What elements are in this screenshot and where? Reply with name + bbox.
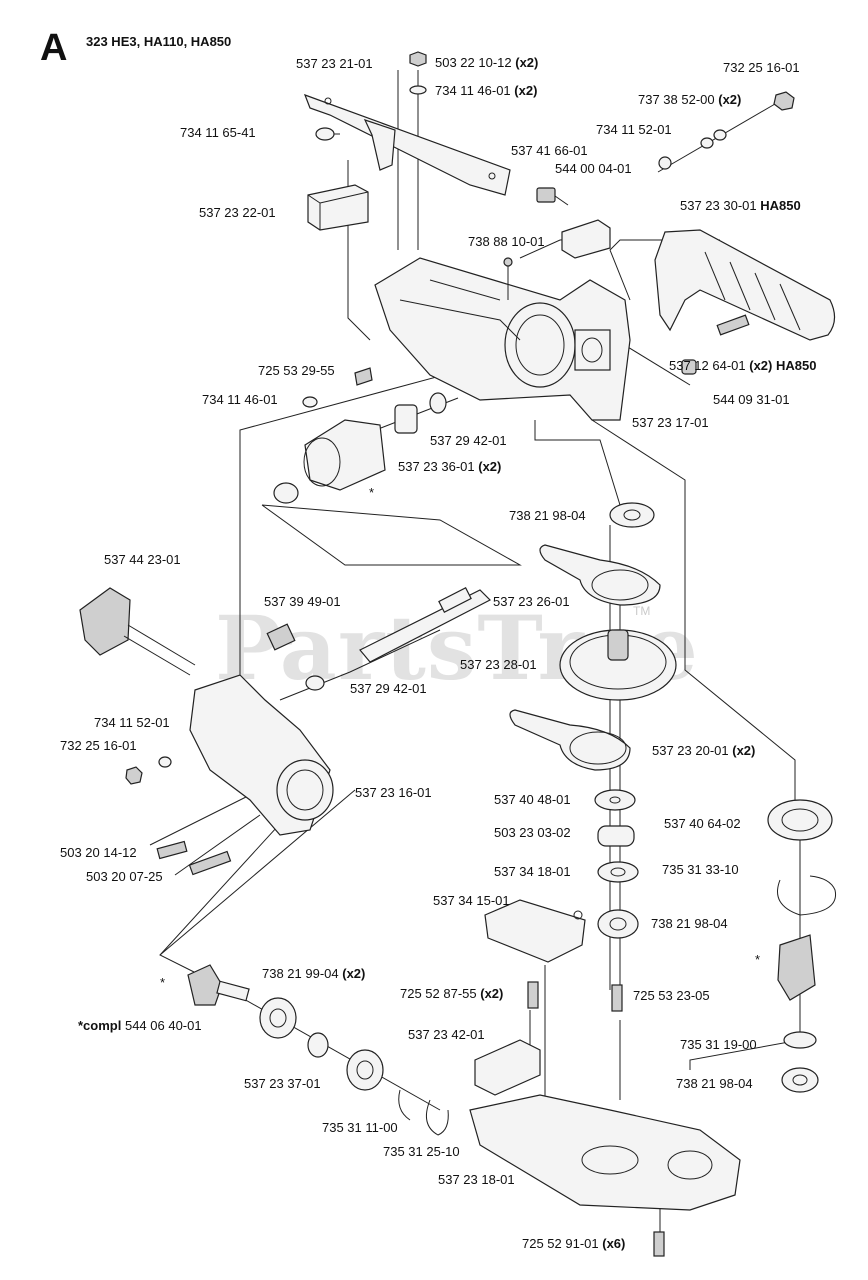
part-label: 537 40 48-01 (494, 792, 571, 807)
part-label: 537 23 17-01 (632, 415, 709, 430)
right-bearing-group (767, 799, 837, 1093)
part-label: 503 20 07-25 (86, 869, 163, 884)
part-label: 734 11 52-01 (94, 715, 170, 730)
part-label: 537 34 18-01 (494, 864, 571, 879)
handle-part (654, 229, 836, 375)
lower-lever-part (509, 709, 631, 771)
lower-pinion-group (187, 964, 449, 1136)
top-bracket-part (303, 93, 511, 196)
part-label: 738 21 98-04 (651, 916, 728, 931)
part-label: 725 52 87-55 (x2) (400, 986, 504, 1001)
part-label: 537 23 36-01 (x2) (398, 459, 502, 474)
part-label: 537 44 23-01 (104, 552, 181, 567)
part-label: 537 23 37-01 (244, 1076, 321, 1091)
bevel-gear-upper (273, 367, 447, 504)
part-label: 537 23 42-01 (408, 1027, 485, 1042)
part-label: 734 11 52-01 (596, 122, 672, 137)
part-label: 537 41 66-01 (511, 143, 588, 158)
part-label: *compl 544 06 40-01 (78, 1018, 202, 1033)
part-label: 735 31 19-00 (680, 1037, 757, 1052)
gearcase-part (125, 674, 334, 876)
part-label: 537 29 42-01 (350, 681, 427, 696)
part-label: 503 20 14-12 (60, 845, 137, 860)
asterisk-mark: * (369, 485, 375, 500)
center-washers (594, 789, 639, 939)
big-gear-part (559, 629, 677, 701)
part-label: 544 09 31-01 (713, 392, 790, 407)
clamp-block-part (474, 1039, 541, 1096)
spacer-block-part (307, 184, 369, 231)
asterisk-mark: * (755, 952, 761, 967)
knob-part (79, 587, 196, 676)
part-label: 537 23 20-01 (x2) (652, 743, 756, 758)
clip-part (536, 187, 611, 259)
part-label: 734 11 46-01 (202, 392, 278, 407)
part-label: 735 31 11-00 (322, 1120, 398, 1135)
part-label: 537 12 64-01 (x2) HA850 (669, 358, 817, 373)
part-label: 537 23 16-01 (355, 785, 432, 800)
part-label: 503 23 03-02 (494, 825, 571, 840)
gear-cover-part (484, 899, 623, 1012)
part-label: 537 40 64-02 (664, 816, 741, 831)
asterisk-mark: * (160, 975, 166, 990)
part-label: 537 23 18-01 (438, 1172, 515, 1187)
part-label: 537 23 26-01 (493, 594, 570, 609)
part-label: 725 52 91-01 (x6) (522, 1236, 626, 1251)
part-label: 734 11 46-01 (x2) (435, 83, 538, 98)
part-label: 737 38 52-00 (x2) (638, 92, 742, 107)
part-label: 725 53 29-55 (258, 363, 335, 378)
model-list: 323 HE3, HA110, HA850 (86, 34, 232, 49)
main-housing-part (374, 257, 631, 421)
top-fasteners (315, 51, 795, 170)
part-label: 537 23 21-01 (296, 56, 373, 71)
part-label: 732 25 16-01 (723, 60, 800, 75)
part-label: 503 22 10-12 (x2) (435, 55, 539, 70)
part-label: 734 11 65-41 (180, 125, 256, 140)
part-label: 738 21 98-04 (509, 508, 586, 523)
part-label: 537 23 28-01 (460, 657, 537, 672)
shaft-part (266, 587, 492, 691)
part-label: 537 34 15-01 (433, 893, 510, 908)
bearing-upper (539, 502, 661, 606)
part-label: 725 53 23-05 (633, 988, 710, 1003)
part-label: 735 31 33-10 (662, 862, 739, 877)
part-label: 738 21 99-04 (x2) (262, 966, 366, 981)
part-label: 738 21 98-04 (676, 1076, 753, 1091)
part-label: 732 25 16-01 (60, 738, 137, 753)
part-label: 544 00 04-01 (555, 161, 632, 176)
part-label: 537 23 30-01 HA850 (680, 198, 801, 213)
part-label: 735 31 25-10 (383, 1144, 460, 1159)
part-label: 537 29 42-01 (430, 433, 507, 448)
part-label: 738 88 10-01 (468, 234, 545, 249)
watermark-trademark: TM (633, 604, 651, 618)
part-label: 537 23 22-01 (199, 205, 276, 220)
part-label: 537 39 49-01 (264, 594, 341, 609)
section-letter: A (40, 27, 68, 69)
bottom-plate-part (469, 1094, 741, 1257)
